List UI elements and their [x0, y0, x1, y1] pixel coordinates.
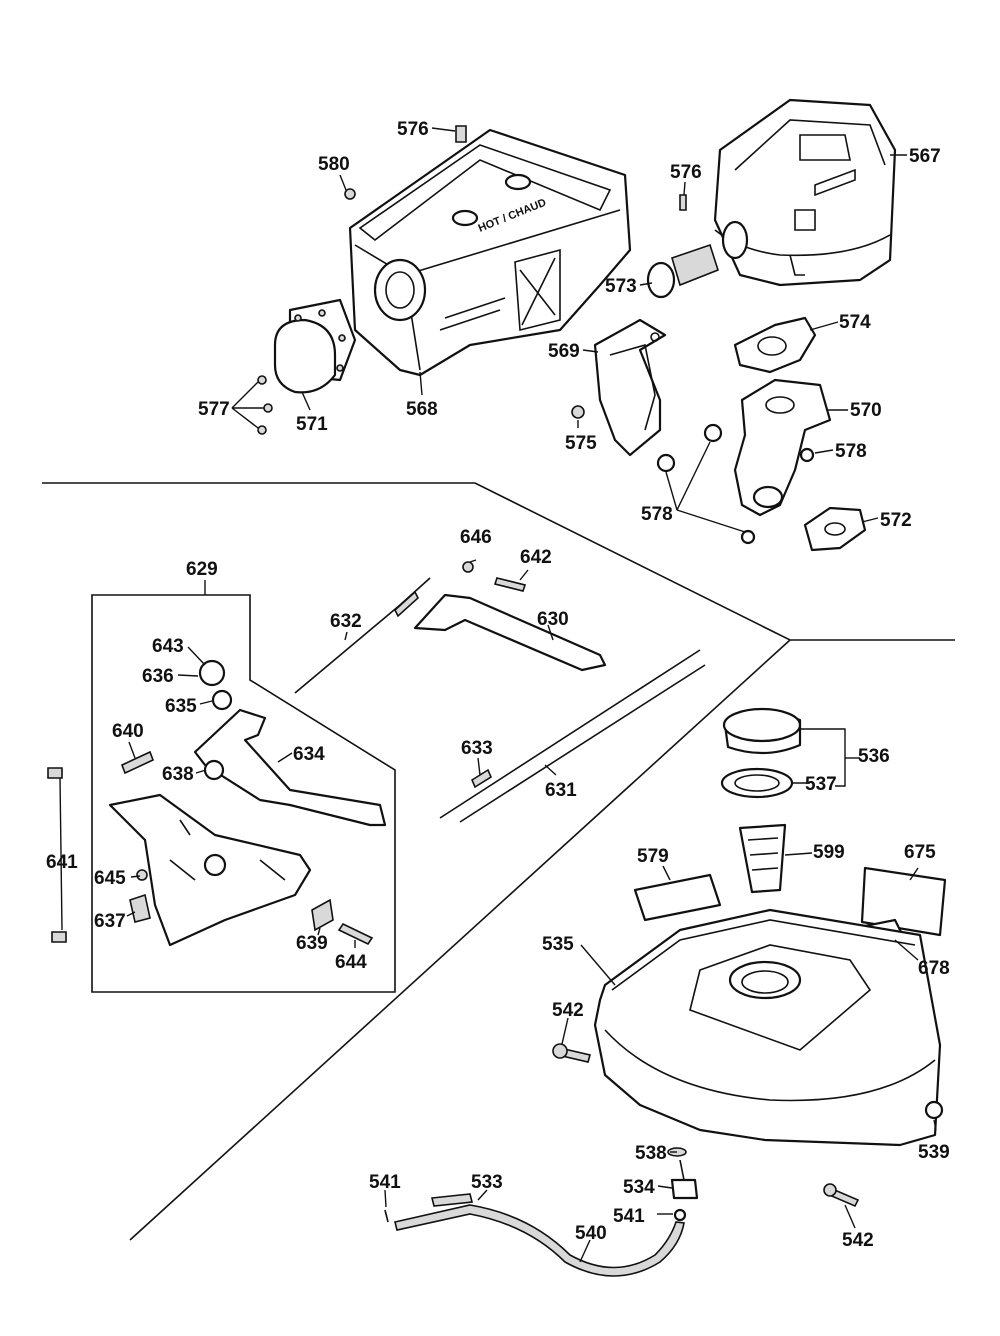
callout-580: 580: [318, 154, 350, 175]
section-dividers: [42, 482, 955, 1241]
callout-533: 533: [471, 1172, 503, 1193]
callout-541: 541: [613, 1206, 645, 1227]
callout-577: 577: [198, 399, 230, 420]
intake-pipe-573: [646, 243, 719, 299]
callout-630: 630: [537, 609, 569, 630]
callout-642: 642: [520, 547, 552, 568]
callout-640: 640: [112, 721, 144, 742]
callout-571: 571: [296, 414, 328, 435]
callout-599: 599: [813, 842, 845, 863]
air-cleaner-housing-567: [713, 98, 897, 287]
callout-536: 536: [858, 746, 890, 767]
callout-542: 542: [842, 1230, 874, 1251]
fuel-hose-533-540: [384, 1193, 685, 1277]
control-plate-637: [108, 793, 312, 947]
gasket-574: [733, 316, 817, 374]
callout-635: 635: [165, 696, 197, 717]
lever-630: [413, 593, 607, 672]
callout-labels: 576 580 567 576 573 574 569 570 577 571 …: [46, 119, 950, 1251]
callout-578: 578: [641, 504, 673, 525]
callout-643: 643: [152, 636, 184, 657]
callout-638: 638: [162, 764, 194, 785]
callout-639: 639: [296, 933, 328, 954]
callout-578: 578: [835, 441, 867, 462]
callout-646: 646: [460, 527, 492, 548]
nuts-and-bolts-upper: [257, 125, 815, 545]
callout-539: 539: [918, 1142, 950, 1163]
callout-572: 572: [880, 510, 912, 531]
callout-576: 576: [670, 162, 702, 183]
callout-569: 569: [548, 341, 580, 362]
exhaust-manifold-570: [733, 378, 832, 517]
rods-and-springs: [120, 577, 706, 946]
callout-636: 636: [142, 666, 174, 687]
callout-632: 632: [330, 611, 362, 632]
callout-542: 542: [552, 1000, 584, 1021]
bolts-641: [47, 561, 527, 943]
fuel-cap-536: [720, 707, 802, 799]
callout-641: 641: [46, 852, 78, 873]
callout-629: 629: [186, 559, 218, 580]
fuel-valve-534: [667, 1147, 699, 1222]
callout-537: 537: [805, 774, 837, 795]
gasket-572: [803, 506, 867, 552]
callout-678: 678: [918, 958, 950, 979]
callout-633: 633: [461, 738, 493, 759]
callout-637: 637: [94, 911, 126, 932]
callout-644: 644: [335, 952, 367, 973]
fuel-strainer-599: [738, 823, 787, 894]
callout-575: 575: [565, 433, 597, 454]
callout-634: 634: [293, 744, 325, 765]
callout-541: 541: [369, 1172, 401, 1193]
governor-lever-634: [193, 659, 387, 827]
callout-675: 675: [904, 842, 936, 863]
callout-538: 538: [635, 1143, 667, 1164]
callout-567: 567: [909, 146, 941, 167]
fuel-tank-535: [593, 908, 942, 1147]
callout-568: 568: [406, 399, 438, 420]
callout-534: 534: [623, 1177, 655, 1198]
callout-573: 573: [605, 276, 637, 297]
bracket-569: [593, 318, 667, 457]
control-assembly-box-629: [91, 594, 396, 993]
callout-576: 576: [397, 119, 429, 140]
callout-574: 574: [839, 312, 871, 333]
callout-579: 579: [637, 846, 669, 867]
end-cap-571: [273, 298, 357, 394]
tank-fasteners: [552, 1043, 944, 1208]
leader-lines: [126, 127, 937, 1263]
callout-540: 540: [575, 1223, 607, 1244]
callout-535: 535: [542, 934, 574, 955]
callout-631: 631: [545, 780, 577, 801]
callout-645: 645: [94, 868, 126, 889]
heat-shield-cover-568: HOT / CHAUD: [348, 128, 632, 377]
callout-570: 570: [850, 400, 882, 421]
